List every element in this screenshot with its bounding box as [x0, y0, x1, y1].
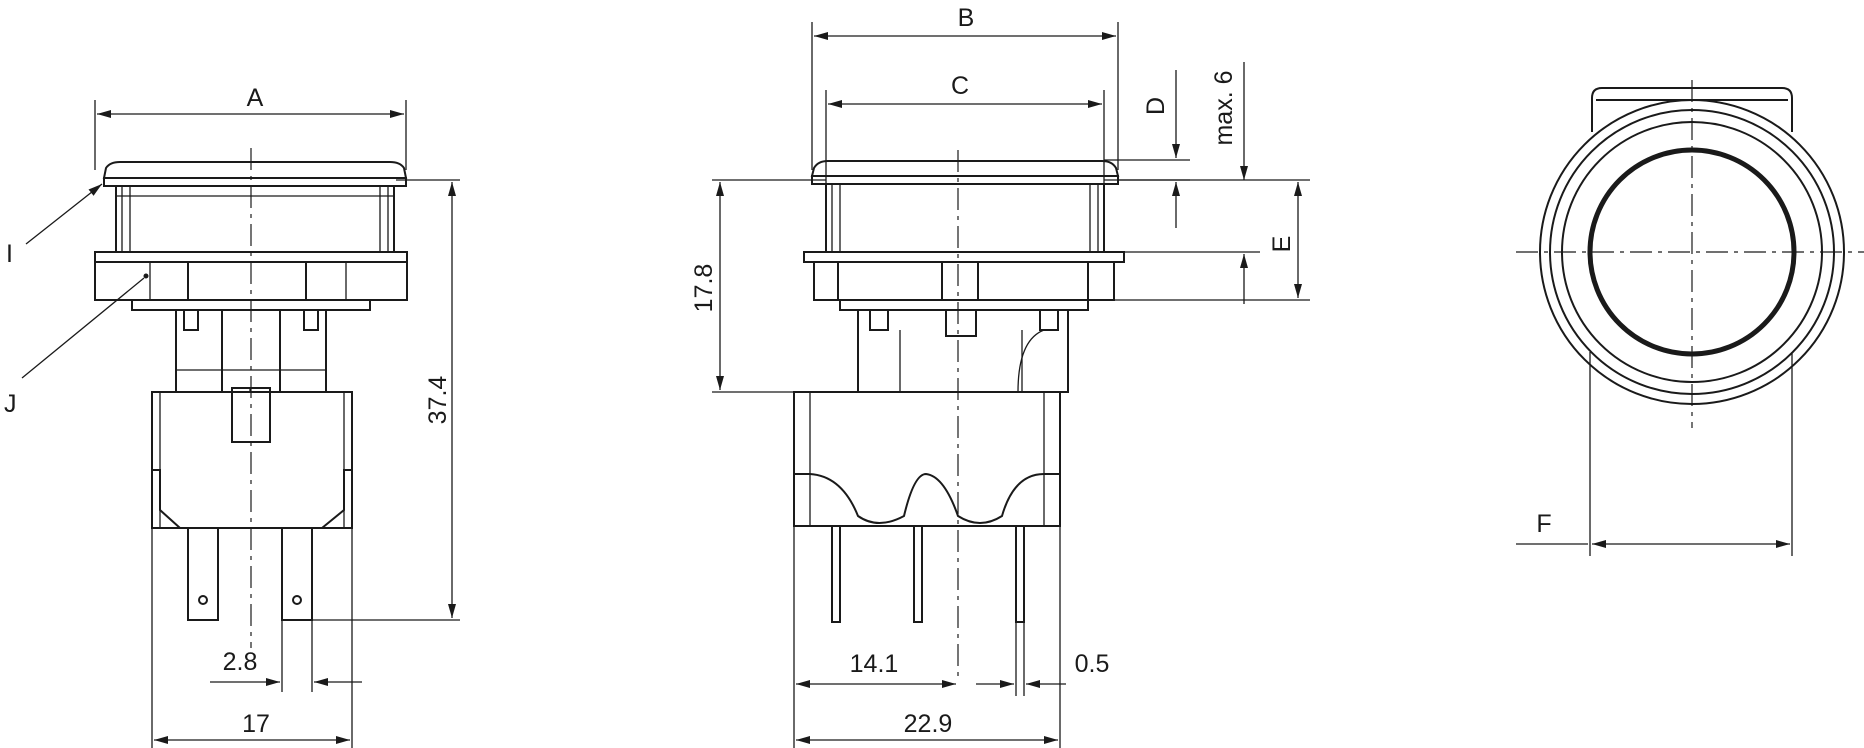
dim-height-body: 17.8 [690, 264, 718, 313]
dim-max-travel: max. 6 [1210, 70, 1238, 145]
side-view [94, 148, 408, 648]
label-I: I [6, 240, 13, 268]
label-B: B [958, 4, 975, 32]
label-J: J [4, 390, 17, 418]
dim-terminal-thickness: 0.5 [1075, 650, 1110, 678]
dim-width-side: 17 [242, 710, 270, 738]
dim-pitch: 14.1 [850, 650, 899, 678]
label-C: C [951, 72, 969, 100]
dim-terminal-width: 2.8 [223, 648, 258, 676]
label-F: F [1536, 510, 1551, 538]
side-view-dimensions: A 37.4 2.8 17 I J [4, 84, 460, 748]
label-E: E [1268, 236, 1296, 253]
top-view-dimensions: F [1516, 352, 1793, 556]
front-view [793, 150, 1125, 680]
top-view [1516, 80, 1864, 428]
label-D: D [1142, 97, 1170, 115]
label-A: A [247, 84, 264, 112]
dim-width-front: 22.9 [904, 710, 953, 738]
front-view-dimensions: B C D max. 6 E 17.8 14.1 [690, 4, 1310, 748]
dim-height-total: 37.4 [424, 376, 452, 425]
